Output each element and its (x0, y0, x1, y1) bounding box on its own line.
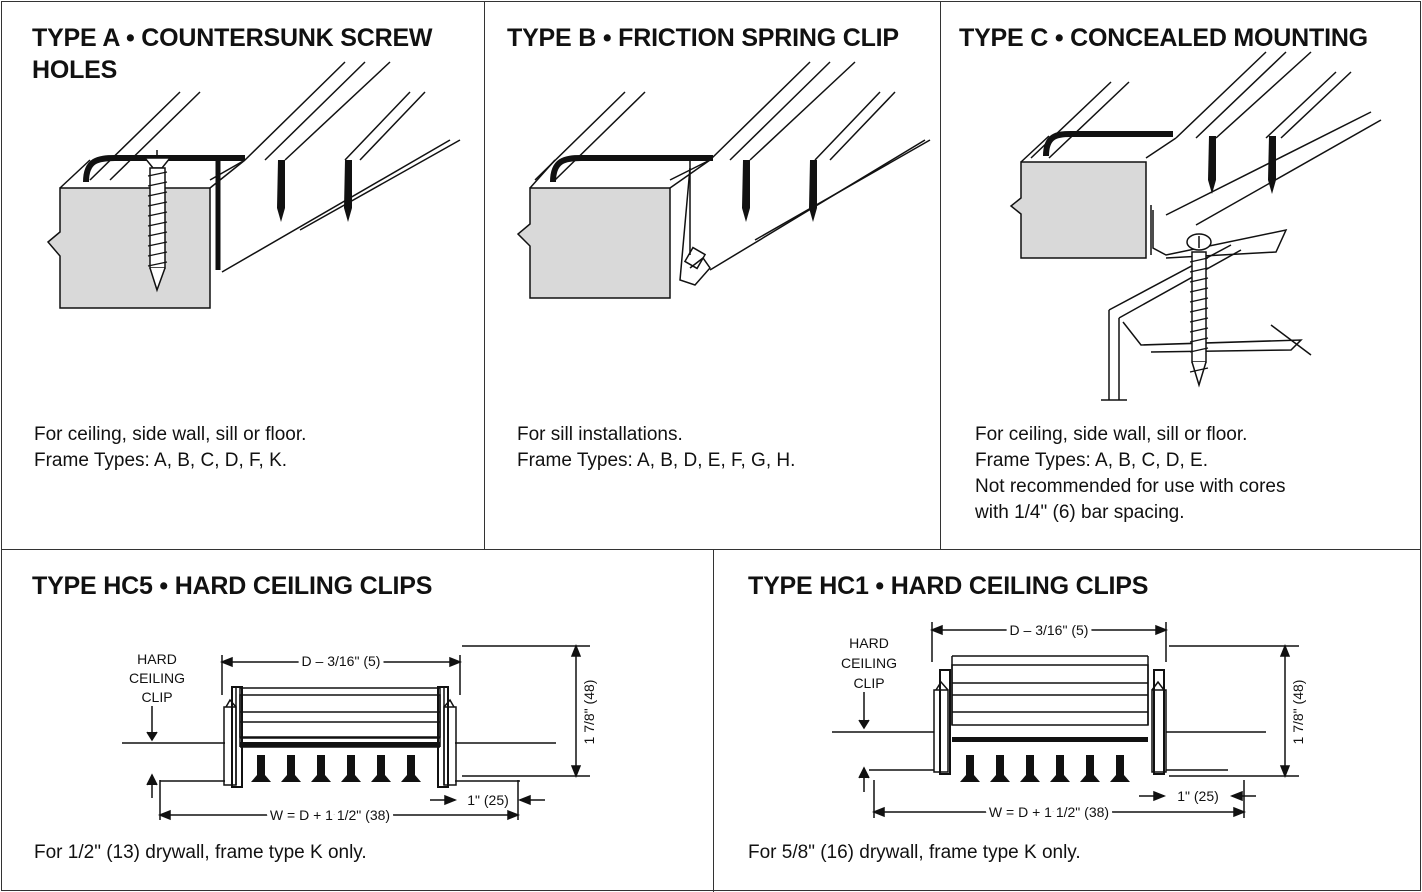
dim-height-label: 1 7/8" (48) (581, 680, 597, 745)
spring-clip-icon (679, 160, 711, 286)
label-line-2: CEILING (129, 670, 185, 686)
frame-block (46, 187, 211, 309)
title-line-2: HOLES (32, 56, 118, 84)
divider-horizontal (1, 549, 1421, 550)
label-line-3: CLIP (141, 689, 172, 705)
label-line-3: CLIP (853, 675, 884, 691)
title-line-1: TYPE A • COUNTERSUNK SCREW (32, 24, 433, 52)
panel-type-a: TYPE A • COUNTERSUNK SCREW HOLES (0, 0, 484, 549)
dim-side-label: 1" (25) (467, 792, 509, 808)
dim-top-label: D – 3/16" (5) (302, 653, 381, 669)
panel-type-hc1: TYPE HC1 • HARD CEILING CLIPS HARD CEILI… (714, 550, 1422, 892)
panel-title: TYPE HC1 • HARD CEILING CLIPS (748, 572, 1149, 600)
desc-line-1: For sill installations. (517, 424, 683, 445)
desc-line-2: Frame Types: A, B, C, D, F, K. (34, 450, 288, 471)
frame-block (516, 187, 671, 299)
dim-side-label: 1" (25) (1177, 788, 1219, 804)
desc-line-2: Frame Types: A, B, C, D, E. (975, 450, 1209, 471)
label-line-1: HARD (849, 635, 889, 651)
panel-description: For 5/8" (16) drywall, frame type K only… (748, 842, 1081, 863)
friction-spring-clip-diagram (516, 61, 931, 299)
desc-line-2: Frame Types: A, B, D, E, F, G, H. (517, 450, 796, 471)
panel-title: TYPE A • COUNTERSUNK SCREW HOLES (32, 22, 433, 86)
dim-bottom-label: W = D + 1 1/2" (38) (989, 804, 1109, 820)
panel-title: TYPE C • CONCEALED MOUNTING (959, 24, 1368, 52)
panel-type-hc5: TYPE HC5 • HARD CEILING CLIPS HARD CEILI… (0, 550, 713, 892)
countersunk-screw-diagram (46, 61, 461, 309)
panel-type-b: TYPE B • FRICTION SPRING CLIP For sill i… (485, 0, 940, 549)
frame-block (1009, 161, 1147, 259)
panel-type-c: TYPE C • CONCEALED MOUNTING (941, 0, 1422, 549)
panel-title: TYPE HC5 • HARD CEILING CLIPS (32, 572, 433, 600)
panel-description: For ceiling, side wall, sill or floor. F… (34, 422, 306, 474)
desc-line-1: For ceiling, side wall, sill or floor. (34, 424, 307, 445)
panel-description: For sill installations. Frame Types: A, … (517, 422, 795, 474)
dim-top-label: D – 3/16" (5) (1010, 622, 1089, 638)
panel-description: For 1/2" (13) drywall, frame type K only… (34, 842, 367, 863)
divider-vertical-2 (940, 1, 941, 550)
panel-description: For ceiling, side wall, sill or floor. F… (975, 422, 1285, 526)
desc-line-4: with 1/4" (6) bar spacing. (975, 502, 1185, 523)
dim-bottom-label: W = D + 1 1/2" (38) (270, 807, 390, 823)
label-line-1: HARD (137, 651, 177, 667)
dim-height-label: 1 7/8" (48) (1290, 680, 1306, 745)
concealed-mounting-diagram (1009, 51, 1382, 401)
hard-ceiling-clip-diagram: HARD CEILING CLIP (832, 618, 1310, 824)
panel-title: TYPE B • FRICTION SPRING CLIP (507, 24, 899, 52)
divider-vertical-1 (484, 1, 485, 550)
desc-line-3: Not recommended for use with cores (975, 476, 1286, 497)
desc-line-1: For ceiling, side wall, sill or floor. (975, 424, 1248, 445)
label-line-2: CEILING (841, 655, 897, 671)
divider-vertical-3 (713, 549, 714, 892)
screw-icon (1186, 233, 1212, 388)
hard-ceiling-clip-diagram: HARD CEILING CLIP (122, 643, 601, 827)
screw-icon (143, 150, 172, 293)
